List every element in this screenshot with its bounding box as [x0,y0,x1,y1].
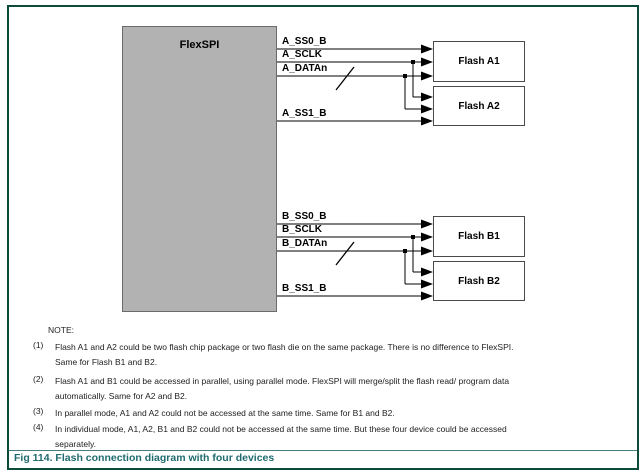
signal-label-b-ss1: B_SS1_B [282,283,327,294]
flash-b1-box: Flash B1 [433,216,525,257]
flash-b2-label: Flash B2 [458,275,500,287]
flash-a2-box: Flash A2 [433,86,525,126]
flash-b2-box: Flash B2 [433,261,525,301]
figure-caption: Fig 114. Flash connection diagram with f… [14,452,275,464]
signal-label-a-datan: A_DATAn [282,63,328,74]
note-text: Flash A1 and B1 could be accessed in par… [55,376,510,401]
signal-label-a-sclk: A_SCLK [282,49,323,60]
signal-label-a-ss1: A_SS1_B [282,108,327,119]
flexspi-label: FlexSPI [179,39,220,51]
flash-a2-label: Flash A2 [458,100,500,112]
note-item-1: (1) Flash A1 and A2 could be two flash c… [33,340,625,370]
note-text: In individual mode, A1, A2, B1 and B2 co… [55,424,507,449]
signal-label-b-datan: B_DATAn [282,238,328,249]
signal-label-b-ss0: B_SS0_B [282,211,327,222]
signal-label-b-sclk: B_SCLK [282,224,323,235]
figure-frame [7,5,639,470]
flash-a1-label: Flash A1 [458,56,500,67]
caption-divider [9,450,637,451]
flash-b1-label: Flash B1 [458,231,500,242]
flexspi-block: FlexSPI [122,26,277,312]
note-number: (2) [33,374,44,384]
note-number: (1) [33,340,44,350]
note-text: Flash A1 and A2 could be two flash chip … [55,342,514,367]
note-item-4: (4) In individual mode, A1, A2, B1 and B… [33,422,625,452]
signal-label-a-ss0: A_SS0_B [282,36,327,47]
note-number: (3) [33,406,44,416]
note-item-2: (2) Flash A1 and B1 could be accessed in… [33,374,625,404]
note-number: (4) [33,422,44,432]
flash-a1-box: Flash A1 [433,41,525,82]
note-text: In parallel mode, A1 and A2 could not be… [55,408,395,418]
notes-heading: NOTE: [48,325,74,335]
note-item-3: (3) In parallel mode, A1 and A2 could no… [33,406,625,421]
